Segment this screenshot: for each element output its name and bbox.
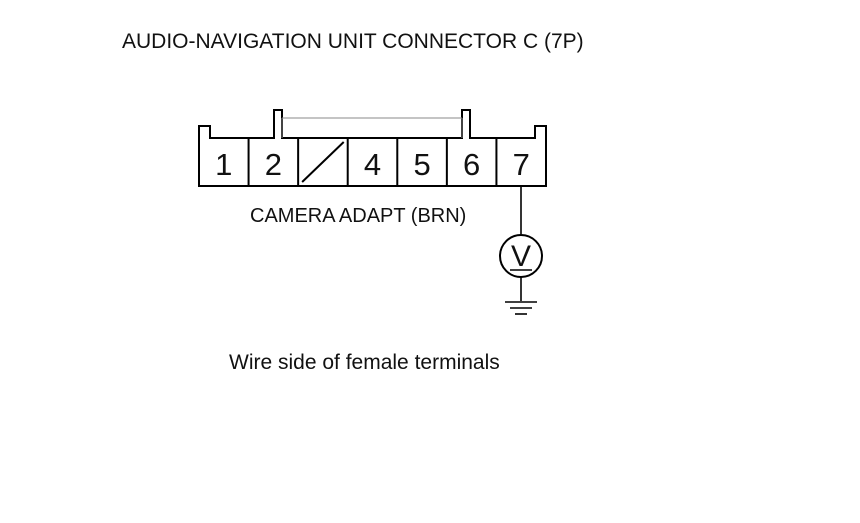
diagram-title: AUDIO-NAVIGATION UNIT CONNECTOR C (7P) <box>122 30 584 53</box>
pin-1-label: 1 <box>215 147 232 182</box>
pin-6-label: 6 <box>463 147 480 182</box>
pin-7-label: 7 <box>513 147 530 182</box>
wire-label: CAMERA ADAPT (BRN) <box>250 205 466 227</box>
meter-symbol: V <box>511 240 531 273</box>
pin-5-label: 5 <box>413 147 430 182</box>
connector-housing <box>198 109 547 187</box>
ground-icon <box>505 301 537 315</box>
pin-2-label: 2 <box>265 147 282 182</box>
diagram-caption: Wire side of female terminals <box>229 351 500 374</box>
pin-4-label: 4 <box>364 147 381 182</box>
voltmeter-icon: V <box>499 234 543 278</box>
empty-cavity-slash <box>301 141 345 183</box>
